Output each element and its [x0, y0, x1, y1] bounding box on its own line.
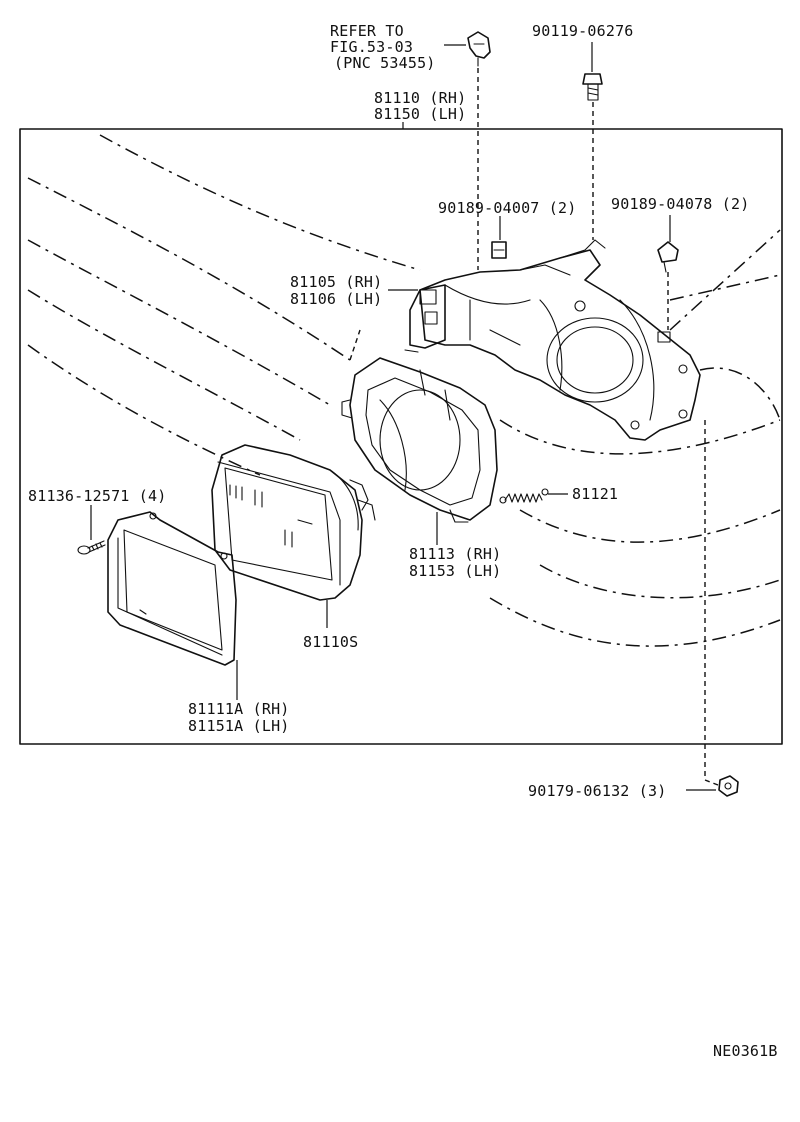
bolt-icon [582, 73, 603, 101]
spring-icon [499, 488, 549, 504]
label-mount-lh: 81153 (LH) [409, 562, 501, 580]
label-nut: 90179-06132 (3) [528, 782, 666, 800]
label-refer-3: (PNC 53455) [334, 54, 436, 72]
label-drawing-code: NE0361B [713, 1042, 778, 1060]
label-housing-lh: 81150 (LH) [374, 105, 466, 123]
clip-right-icon [657, 241, 679, 273]
lamp-mounting-frame [341, 357, 498, 523]
nut-icon [718, 775, 739, 797]
label-bolt-top: 90119-06276 [532, 22, 634, 40]
body-contour-lines [27, 134, 781, 647]
clip-left-icon [491, 241, 507, 259]
headlamp-housing [419, 239, 701, 441]
diagram-frame [19, 128, 783, 745]
label-bracket-lh: 81106 (LH) [290, 290, 382, 308]
label-rim-rh: 81111A (RH) [188, 700, 290, 718]
label-clip-left: 90189-04007 (2) [438, 199, 576, 217]
label-mount-rh: 81113 (RH) [409, 545, 501, 563]
nut-dashed-guide [704, 420, 719, 786]
label-bracket-rh: 81105 (RH) [290, 273, 382, 291]
screw-icon [77, 540, 106, 555]
label-clip-right: 90189-04078 (2) [611, 195, 749, 213]
label-refer-2: FIG.53-03 [330, 38, 413, 56]
label-screw: 81136-12571 (4) [28, 487, 166, 505]
retaining-rim [107, 511, 237, 666]
label-refer-1: REFER TO [330, 22, 404, 40]
label-spring: 81121 [572, 485, 618, 503]
clip-icon [467, 31, 491, 67]
label-housing-rh: 81110 (RH) [374, 89, 466, 107]
label-rim-lh: 81151A (LH) [188, 717, 290, 735]
label-sealed-beam: 81110S [303, 633, 358, 651]
sealed-beam-unit [211, 444, 376, 601]
headlamp-bracket [404, 284, 446, 353]
part-labels: REFER TO FIG.53-03 (PNC 53455) 90119-062… [28, 22, 778, 1060]
